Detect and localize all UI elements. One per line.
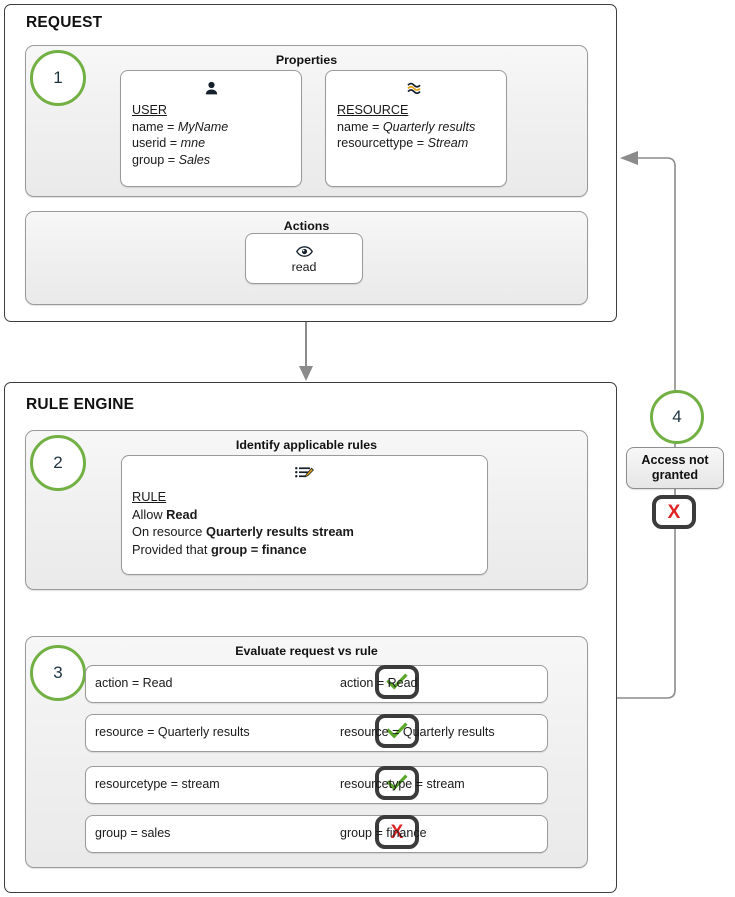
rule-card-line: Allow Read (132, 506, 479, 524)
user-card-heading: USER (132, 103, 167, 117)
check-icon (375, 714, 419, 748)
evaluation-row-request-value: resource = Quarterly results (95, 725, 250, 739)
step-marker-3-label: 3 (53, 663, 63, 682)
user-row-2-key: group = (132, 152, 179, 167)
access-outcome-box[interactable]: Access not granted (626, 447, 724, 489)
evaluation-row[interactable]: resource = Quarterly results resource = … (85, 714, 548, 752)
rule-line-0-plain: Allow (132, 506, 167, 522)
rule-line-1-plain: On resource (132, 524, 206, 539)
resource-card-body: RESOURCE name = Quarterly results resour… (337, 102, 498, 152)
rule-list-icon (122, 464, 487, 482)
user-row-0-value: MyName (177, 119, 229, 134)
step-marker-2-label: 2 (53, 453, 63, 472)
rule-line-2-strong: group = finance (210, 541, 307, 557)
cross-icon: X (375, 815, 419, 849)
user-property-card[interactable]: USER name = MyName userid = mne group = … (120, 70, 302, 187)
step-marker-4-label: 4 (672, 407, 682, 426)
action-read-label: read (291, 260, 317, 274)
cross-icon-label: X (390, 821, 404, 843)
evaluation-row-request-value: resourcetype = stream (95, 777, 220, 791)
resource-card-row: resourcettype = Stream (337, 135, 498, 152)
rule-card[interactable]: RULE Allow Read On resource Quarterly re… (121, 455, 488, 575)
user-card-row: group = Sales (132, 152, 293, 169)
step-marker-3: 3 (30, 645, 86, 701)
rule-card-line: On resource Quarterly results stream (132, 523, 479, 541)
step-marker-2: 2 (30, 435, 86, 491)
resource-property-card[interactable]: RESOURCE name = Quarterly results resour… (325, 70, 507, 187)
evaluation-row-rule-value: group = finance (340, 826, 427, 840)
check-icon (375, 665, 419, 699)
resource-row-0-key: name = (337, 119, 383, 134)
resource-card-row: name = Quarterly results (337, 119, 498, 136)
properties-panel-title: Properties (275, 53, 338, 67)
evaluation-row-request-value: action = Read (95, 676, 173, 690)
evaluation-row[interactable]: action = Read action = Read (85, 665, 548, 703)
rule-line-2-plain: Provided that (132, 541, 211, 557)
evaluation-row[interactable]: group = sales X group = finance (85, 815, 548, 853)
resource-row-1-key: resourcettype = (337, 136, 428, 150)
user-icon (121, 79, 301, 97)
identify-rules-panel-title: Identify applicable rules (235, 438, 378, 452)
rule-line-1-strong: Quarterly results stream (205, 524, 354, 539)
access-outcome-label: Access not granted (641, 453, 709, 482)
step-marker-1-label: 1 (53, 68, 63, 87)
user-row-0-key: name = (132, 119, 178, 134)
evaluation-row-rule-value: resourcetype = stream (340, 777, 465, 791)
evaluation-row-rule-value: action = Read (340, 676, 418, 690)
user-card-row: userid = mne (132, 135, 293, 152)
rule-line-0-strong: Read (166, 506, 198, 522)
actions-panel-title: Actions (283, 219, 330, 233)
eye-icon (246, 242, 362, 260)
rule-card-line: Provided that group = finance (132, 541, 479, 559)
rule-card-heading: RULE (132, 489, 167, 504)
resource-row-0-value: Quarterly results (382, 119, 476, 134)
user-card-body: USER name = MyName userid = mne group = … (132, 102, 293, 168)
evaluation-row-request-value: group = sales (95, 826, 171, 840)
step-marker-4: 4 (650, 390, 704, 444)
evaluate-panel-title: Evaluate request vs rule (235, 644, 378, 658)
evaluation-row-rule-value: resource = Quarterly results (340, 725, 495, 739)
rule-engine-lane-title: RULE ENGINE (26, 396, 135, 413)
request-lane-title: REQUEST (26, 14, 103, 31)
action-read-card[interactable]: read (245, 233, 363, 284)
rule-card-body: RULE Allow Read On resource Quarterly re… (132, 488, 479, 558)
deny-cross-icon: X (652, 495, 696, 529)
stream-icon (326, 79, 506, 97)
evaluation-row[interactable]: resourcetype = stream resourcetype = str… (85, 766, 548, 804)
user-card-row: name = MyName (132, 119, 293, 136)
resource-card-heading: RESOURCE (337, 103, 409, 117)
deny-cross-label: X (667, 501, 681, 523)
resource-row-1-value: Stream (427, 136, 469, 150)
check-icon (375, 766, 419, 800)
step-marker-1: 1 (30, 50, 86, 106)
user-row-2-value: Sales (178, 152, 211, 167)
user-row-1-value: mne (180, 136, 206, 150)
user-row-1-key: userid = (132, 136, 181, 150)
